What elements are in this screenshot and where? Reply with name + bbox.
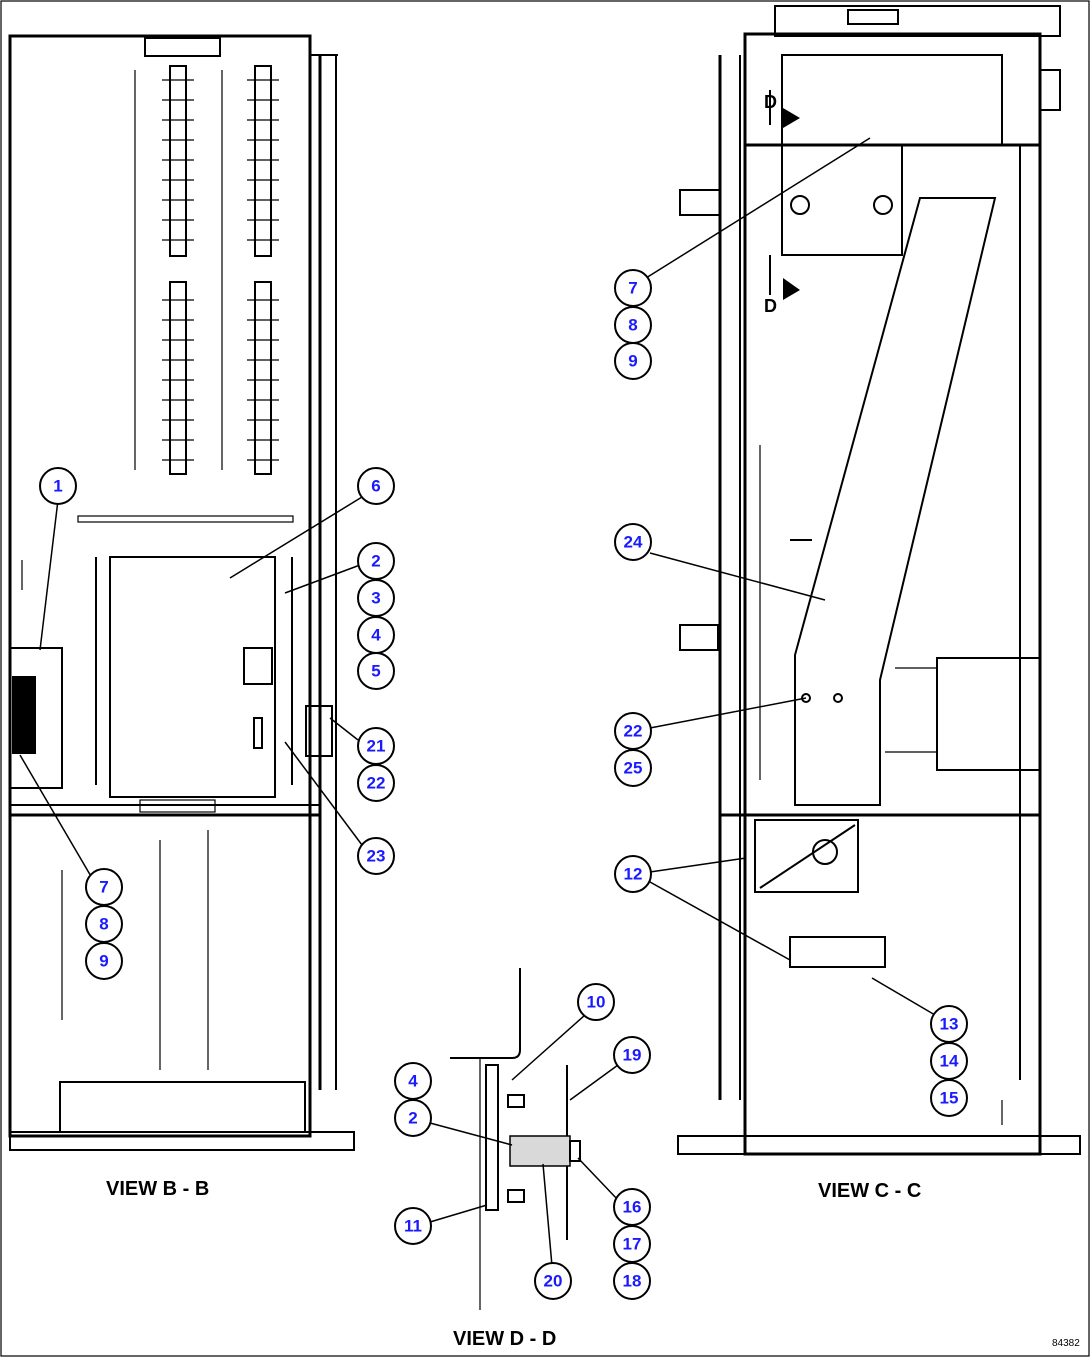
svg-text:19: 19: [623, 1046, 642, 1065]
view-d-drawing: [450, 968, 581, 1310]
callout-16: 16: [613, 1188, 651, 1226]
callout-21: 21: [357, 727, 395, 765]
callout-7: 7: [614, 269, 652, 307]
svg-text:4: 4: [408, 1072, 418, 1091]
svg-text:8: 8: [628, 316, 637, 335]
svg-text:13: 13: [940, 1015, 959, 1034]
svg-text:24: 24: [624, 533, 643, 552]
svg-text:2: 2: [408, 1109, 417, 1128]
svg-text:D: D: [764, 92, 777, 112]
svg-text:9: 9: [628, 352, 637, 371]
callout-balloons: 1 6 2 3 4 5 21 22 23 7 8 9 7 8 9 24 22 2…: [39, 269, 968, 1300]
callout-25: 25: [614, 749, 652, 787]
svg-text:10: 10: [587, 993, 606, 1012]
section-marker-top: D: [764, 90, 800, 128]
callout-23: 23: [357, 837, 395, 875]
svg-text:18: 18: [623, 1272, 642, 1291]
svg-text:2: 2: [371, 552, 380, 571]
svg-text:14: 14: [940, 1052, 959, 1071]
svg-text:9: 9: [99, 952, 108, 971]
svg-text:15: 15: [940, 1089, 959, 1108]
callout-2: 2: [394, 1099, 432, 1137]
svg-text:22: 22: [624, 722, 643, 741]
svg-text:6: 6: [371, 477, 380, 496]
callout-9: 9: [85, 942, 123, 980]
view-c-drawing: D D: [677, 5, 1081, 1156]
callout-10: 10: [577, 983, 615, 1021]
callout-5: 5: [357, 652, 395, 690]
drawing-number: 84382: [1052, 1338, 1080, 1349]
svg-text:20: 20: [544, 1272, 563, 1291]
leader-lines: [19, 137, 936, 1267]
svg-text:25: 25: [624, 759, 643, 778]
svg-text:21: 21: [367, 737, 386, 756]
callout-8: 8: [614, 306, 652, 344]
svg-text:7: 7: [628, 279, 637, 298]
svg-text:11: 11: [404, 1217, 422, 1236]
callout-12: 12: [614, 855, 652, 893]
view-b-title: VIEW B - B: [106, 1178, 210, 1200]
section-marker-bottom: D: [764, 255, 800, 316]
svg-text:5: 5: [371, 662, 380, 681]
callout-11: 11: [394, 1207, 432, 1245]
svg-text:8: 8: [99, 915, 108, 934]
callout-1: 1: [39, 467, 77, 505]
callout-3: 3: [357, 579, 395, 617]
svg-text:3: 3: [371, 589, 380, 608]
svg-text:17: 17: [623, 1235, 642, 1254]
callout-13: 13: [930, 1005, 968, 1043]
callout-15: 15: [930, 1079, 968, 1117]
view-b-drawing: [8, 34, 355, 1151]
callout-22: 22: [357, 764, 395, 802]
svg-text:4: 4: [371, 626, 381, 645]
view-c-title: VIEW C - C: [818, 1180, 922, 1202]
terminal-strips: [134, 65, 279, 475]
callout-7: 7: [85, 868, 123, 906]
callout-22: 22: [614, 712, 652, 750]
callout-19: 19: [613, 1036, 651, 1074]
diagonal-duct: [794, 197, 997, 806]
svg-text:16: 16: [623, 1198, 642, 1217]
callout-18: 18: [613, 1262, 651, 1300]
callout-14: 14: [930, 1042, 968, 1080]
callout-2: 2: [357, 542, 395, 580]
callout-9: 9: [614, 342, 652, 380]
callout-20: 20: [534, 1262, 572, 1300]
callout-4: 4: [394, 1062, 432, 1100]
svg-text:1: 1: [53, 477, 62, 496]
view-d-title: VIEW D - D: [453, 1328, 557, 1350]
callout-24: 24: [614, 523, 652, 561]
callout-8: 8: [85, 905, 123, 943]
svg-text:23: 23: [367, 847, 386, 866]
callout-6: 6: [357, 467, 395, 505]
svg-text:12: 12: [624, 865, 643, 884]
callout-4: 4: [357, 616, 395, 654]
callout-17: 17: [613, 1225, 651, 1263]
svg-text:7: 7: [99, 878, 108, 897]
svg-text:22: 22: [367, 774, 386, 793]
svg-text:D: D: [764, 296, 777, 316]
